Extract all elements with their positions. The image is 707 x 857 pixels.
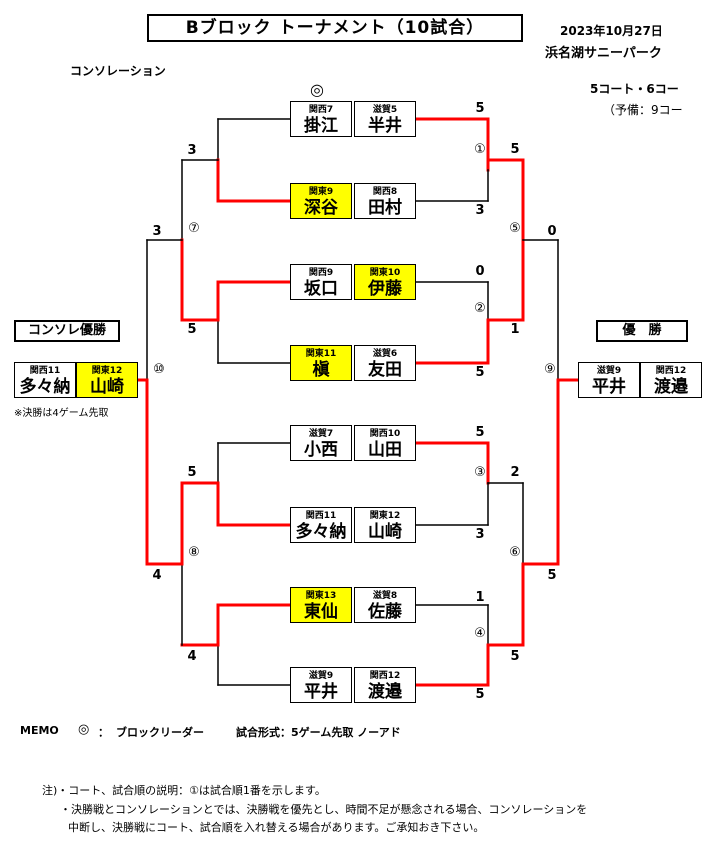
consolation-note: ※決勝は4ゲーム先取: [14, 408, 109, 419]
champion-label: 優 勝: [596, 320, 688, 342]
score-m9-bot: 5: [547, 568, 557, 583]
match-number: ⑧: [188, 545, 200, 560]
match-number: ③: [474, 465, 486, 480]
score-m4-bot: 5: [475, 687, 485, 702]
page-title: Bブロック トーナメント（10試合）: [147, 14, 523, 42]
block-leader-mark: ◎: [310, 80, 324, 99]
footnote-line1: 注)・コート、試合順の説明：①は試合順1番を示します。: [42, 784, 326, 797]
match-number: ①: [474, 142, 486, 157]
match-number: ⑥: [509, 545, 521, 560]
match-number: ⑨: [544, 362, 556, 377]
score-m1-top: 5: [475, 101, 485, 116]
memo-symbol: ◎: [78, 722, 90, 737]
score-m7-top: 3: [187, 143, 197, 158]
courts-label: 5コート・6コー: [590, 82, 679, 96]
match-number: ④: [474, 626, 486, 641]
score-m9-top: 0: [547, 224, 557, 239]
consolation-label: コンソレーション: [70, 64, 166, 78]
score-m1-bot: 3: [475, 203, 485, 218]
score-m6-top: 2: [510, 465, 520, 480]
event-date: 2023年10月27日: [560, 24, 663, 38]
score-m3-top: 5: [475, 425, 485, 440]
score-m4-top: 1: [475, 590, 485, 605]
venue: 浜名湖サニーパーク: [545, 46, 662, 61]
memo-leader: ブロックリーダー: [116, 726, 204, 739]
match-number: ⑩: [153, 362, 165, 377]
match-number: ②: [474, 301, 486, 316]
memo-colon: ：: [98, 726, 109, 739]
score-m10-bot: 4: [152, 568, 162, 583]
footnote-line3: 中断し、決勝戦にコート、試合順を入れ替える場合があります。ご承知おき下さい。: [68, 821, 485, 834]
score-m6-bot: 5: [510, 649, 520, 664]
score-m5-bot: 1: [510, 322, 520, 337]
score-m8-bot: 4: [187, 649, 197, 664]
footnote-line2: ・決勝戦とコンソレーションとでは、決勝戦を優先とし、時間不足が懸念される場合、コ…: [60, 803, 588, 816]
score-m2-bot: 5: [475, 365, 485, 380]
score-m2-top: 0: [475, 264, 485, 279]
score-m3-bot: 3: [475, 527, 485, 542]
consolation-winner-label: コンソレ優勝: [14, 320, 120, 342]
score-m10-top: 3: [152, 224, 162, 239]
memo-label: MEMO: [20, 724, 59, 737]
match-number: ⑦: [188, 221, 200, 236]
match-number: ⑤: [509, 221, 521, 236]
score-m7-bot: 5: [187, 322, 197, 337]
memo-format: 試合形式：5ゲーム先取 ノーアド: [236, 726, 401, 739]
reserve-court-label: （予備：9コー: [603, 103, 683, 117]
score-m8-top: 5: [187, 465, 197, 480]
score-m5-top: 5: [510, 142, 520, 157]
